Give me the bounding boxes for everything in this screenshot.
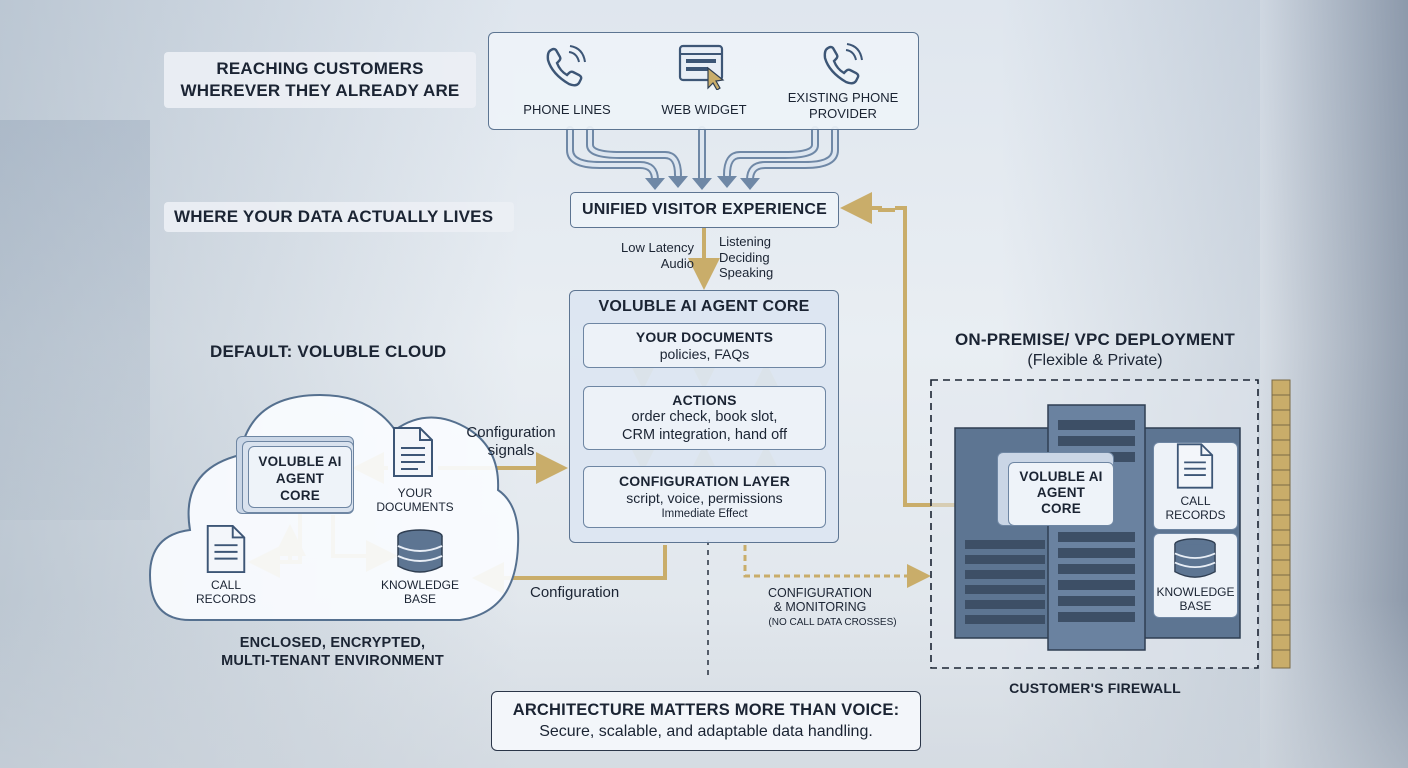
config-signals-label: Configuration signals (466, 424, 556, 459)
no-call-data-label: (NO CALL DATA CROSSES) (768, 617, 897, 628)
actions-body: order check, book slot, CRM integration,… (622, 409, 787, 443)
channel-phone-lines: PHONE LINES (523, 102, 611, 117)
config-layer-body: script, voice, permissions (626, 490, 783, 506)
config-layer-title: CONFIGURATION LAYER (618, 473, 791, 489)
firewall-label: CUSTOMER'S FIREWALL (1009, 680, 1181, 696)
footer-box: ARCHITECTURE MATTERS MORE THAN VOICE: Se… (491, 691, 921, 751)
footer-title: ARCHITECTURE MATTERS MORE THAN VOICE: (512, 701, 900, 719)
onprem-call-records-label: CALL RECORDS (1165, 494, 1226, 522)
firewall-wall (1271, 379, 1291, 669)
documents-block: YOUR DOCUMENTS policies, FAQs (583, 323, 826, 368)
config-layer-note: Immediate Effect (661, 508, 748, 520)
listening-label: Listening Deciding Speaking (719, 234, 774, 280)
unified-visitor-experience: UNIFIED VISITOR EXPERIENCE (570, 192, 839, 228)
agent-core-title: VOLUBLE AI AGENT CORE (598, 298, 810, 315)
onprem-knowledge-base-label: KNOWLEDGE BASE (1156, 585, 1235, 613)
onprem-agent-core: VOLUBLE AI AGENT CORE (1008, 462, 1114, 526)
database-icon (1174, 538, 1216, 578)
cloud-caption: ENCLOSED, ENCRYPTED, MULTI-TENANT ENVIRO… (221, 635, 444, 669)
cloud-agent-core: VOLUBLE AI AGENT CORE (248, 446, 352, 508)
documents-body: policies, FAQs (659, 346, 750, 362)
onprem-heading: ON-PREMISE/ VPC DEPLOYMENT (954, 330, 1236, 349)
cloud-call-records-label: CALL RECORDS (195, 578, 256, 606)
default-cloud-heading: DEFAULT: VOLUBLE CLOUD (210, 342, 447, 361)
cloud-documents-label: YOUR DOCUMENTS (376, 486, 454, 514)
background-window (0, 120, 150, 520)
cloud-knowledge-base-label: KNOWLEDGE BASE (380, 578, 459, 606)
phone-icon (546, 45, 586, 87)
config-monitoring-label: CONFIGURATION & MONITORING (768, 586, 872, 614)
browser-cursor-icon (678, 44, 725, 90)
actions-block: ACTIONS order check, book slot, CRM inte… (583, 386, 826, 450)
documents-title: YOUR DOCUMENTS (635, 329, 774, 345)
document-icon (1176, 443, 1214, 489)
onprem-subheading: (Flexible & Private) (1027, 352, 1163, 369)
footer-body: Secure, scalable, and adaptable data han… (539, 723, 873, 740)
document-icon (393, 427, 433, 477)
config-layer-block: CONFIGURATION LAYER script, voice, permi… (583, 466, 826, 528)
configuration-label: Configuration (530, 584, 620, 601)
channel-web-widget: WEB WIDGET (661, 102, 747, 117)
reaching-customers-heading: REACHING CUSTOMERS WHEREVER THEY ALREADY… (164, 52, 476, 108)
document-icon (206, 524, 246, 574)
database-icon (397, 529, 443, 573)
where-data-heading: WHERE YOUR DATA ACTUALLY LIVES (164, 202, 514, 232)
low-latency-label: Low Latency Audio (621, 240, 694, 271)
phone-icon (823, 43, 863, 85)
actions-title: ACTIONS (672, 392, 737, 408)
channel-existing-provider: EXISTING PHONE PROVIDER (787, 90, 899, 121)
